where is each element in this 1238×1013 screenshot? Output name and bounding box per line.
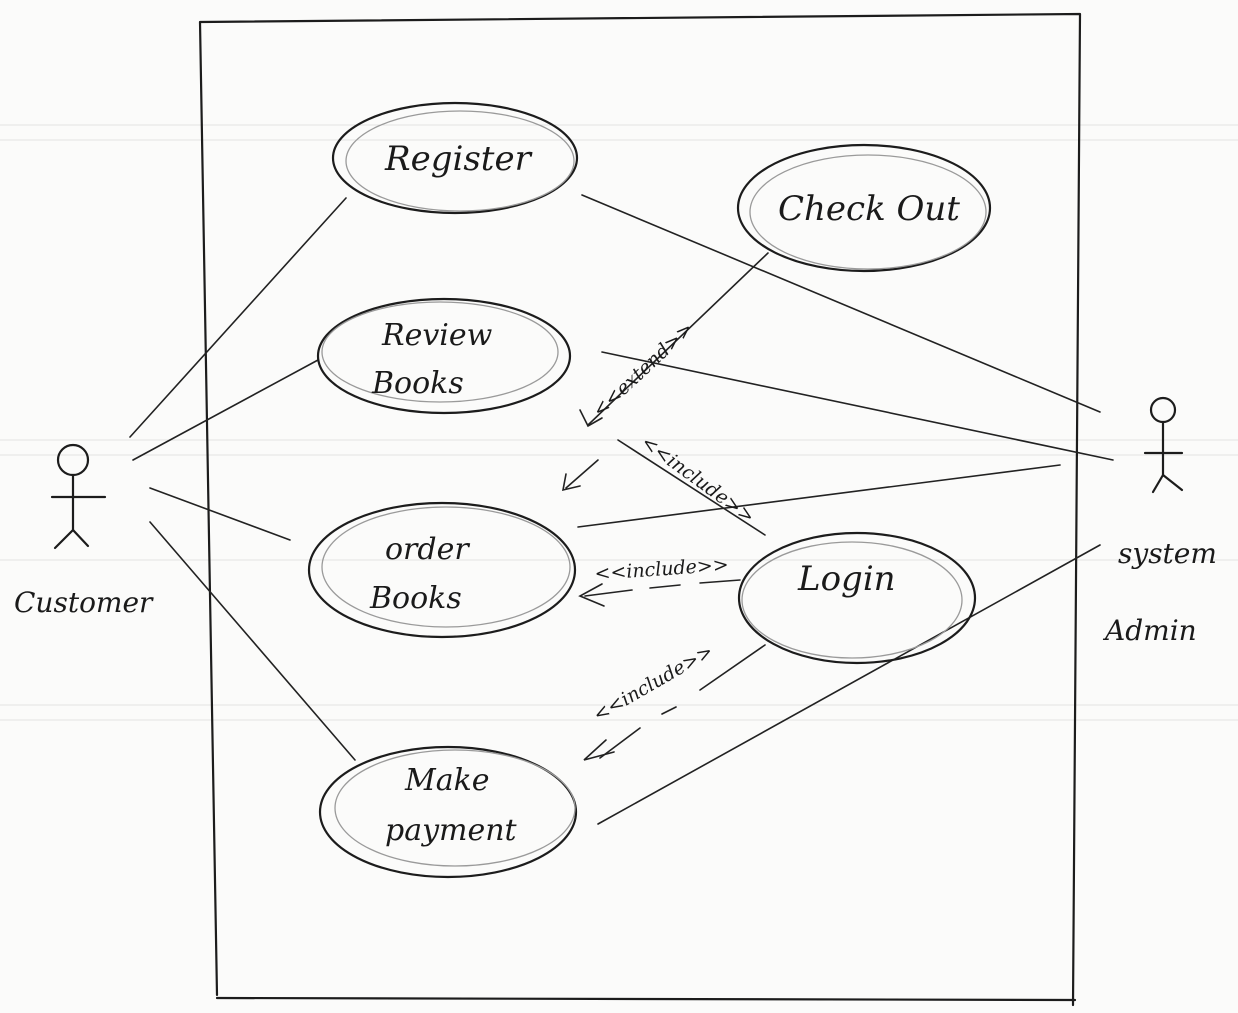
checkout-label: Check Out — [778, 189, 960, 229]
paper-rules — [0, 124, 1238, 721]
include-stereotype-login-order: <<include>> — [594, 554, 730, 585]
extend-stereotype: <<extend>> — [588, 318, 697, 422]
make-payment-label-line2: payment — [385, 813, 518, 848]
use-case-review-books[interactable]: Review Books — [316, 297, 572, 415]
use-case-register[interactable]: Register — [331, 101, 579, 215]
order-books-label-line2: Books — [369, 581, 462, 616]
stick-figure-icon — [50, 443, 107, 550]
system-boundary — [198, 12, 1082, 1007]
include-stereotype-review-login: <<include>> — [637, 431, 759, 528]
use-case-order-books[interactable]: order Books — [307, 501, 577, 639]
admin-label-line2: Admin — [1102, 614, 1197, 647]
customer-label: Customer — [14, 586, 154, 619]
relationship-lines — [561, 252, 769, 761]
make-payment-label-line1: Make — [404, 763, 490, 798]
stick-figure-icon — [1143, 396, 1184, 494]
use-case-checkout[interactable]: Check Out — [736, 143, 992, 273]
login-label: Login — [797, 559, 896, 599]
register-label: Register — [384, 139, 533, 179]
include-stereotype-login-payment: <<include>> — [590, 640, 717, 726]
order-books-label-line1: order — [385, 532, 470, 567]
use-case-login[interactable]: Login — [737, 531, 977, 665]
admin-label-line1: system — [1118, 537, 1217, 570]
review-books-label-line2: Books — [371, 366, 464, 401]
use-case-make-payment[interactable]: Make payment — [318, 745, 578, 879]
customer-actor[interactable]: Customer — [14, 443, 154, 619]
customer-associations — [129, 197, 356, 761]
admin-associations — [577, 194, 1114, 825]
admin-actor[interactable]: system Admin — [1102, 396, 1217, 647]
review-books-label-line1: Review — [381, 318, 493, 353]
